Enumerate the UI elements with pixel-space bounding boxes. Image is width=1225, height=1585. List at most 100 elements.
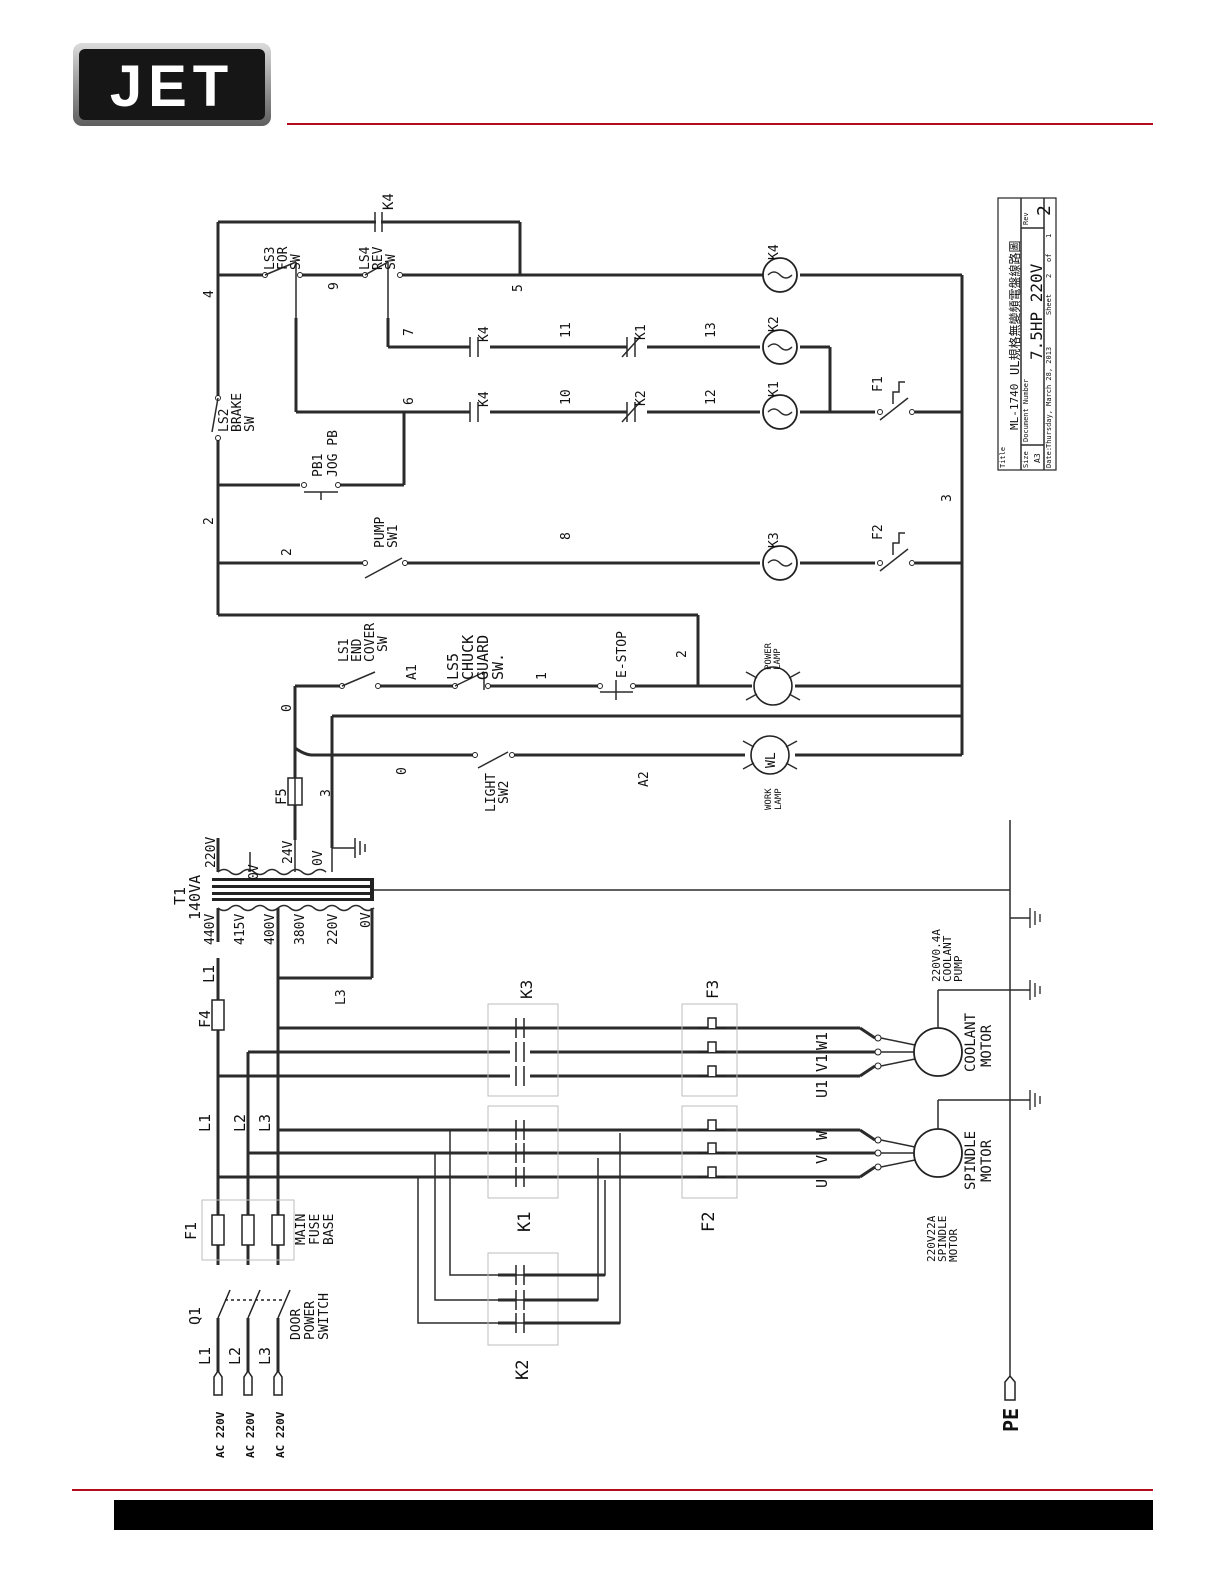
coolant-motor-1: COOLANT <box>963 1012 979 1072</box>
power-lamp-label-2: LAMP <box>773 648 783 670</box>
power-labels: L1 L3 F4 K3 F3 K1 F2 K2 L1 L2 L3 F1 MAIN… <box>182 929 1023 1458</box>
wire-5: 5 <box>511 284 526 292</box>
contact-k2-label: K2 <box>634 390 649 406</box>
ls2-label-2: BRAKE <box>230 393 245 432</box>
supply-2: AC 220V <box>244 1411 257 1458</box>
tb-sheet-label: Sheet <box>1045 294 1053 315</box>
light-label-1: LIGHT <box>484 773 499 812</box>
jet-logo: JET <box>73 43 271 126</box>
pe-bus <box>1009 820 1041 1376</box>
ls1-label-4: SW <box>376 636 391 652</box>
term-w: W <box>813 1130 831 1140</box>
q1-label: Q1 <box>186 1307 204 1325</box>
pb1-label-2: JOG PB <box>326 430 341 477</box>
t1-pri-415: 415V <box>233 914 248 945</box>
k4-contact-a <box>469 337 479 357</box>
lamps <box>742 666 801 775</box>
k1-nc-contact <box>621 336 641 358</box>
tb-docnum: 7.5HP 220V <box>1027 263 1046 360</box>
ls4-label-2: REV <box>371 246 386 270</box>
pump-switch <box>362 557 408 579</box>
wire-a1: A1 <box>405 664 420 680</box>
contact-k1-label: K1 <box>634 324 649 340</box>
wire-6: 6 <box>402 397 417 405</box>
ls3-switch <box>262 261 303 318</box>
ls4-switch <box>362 261 403 318</box>
ol-f1 <box>877 381 915 421</box>
contactor-boxes <box>201 1003 738 1346</box>
ol-f1-label: F1 <box>871 376 886 392</box>
wire-1: 1 <box>535 672 550 680</box>
wire-7: 7 <box>402 328 417 336</box>
footer-rule <box>72 1489 1153 1491</box>
f5-label: F5 <box>274 788 290 805</box>
spindle-motor-1: SPINDLE <box>963 1131 979 1190</box>
work-lamp-label-2: LAMP <box>774 788 784 810</box>
door-3: SWITCH <box>317 1293 332 1340</box>
k3-label: K3 <box>517 980 536 999</box>
ls2-label-1: LS2 <box>217 409 232 432</box>
ls1-label-2: END <box>350 638 365 662</box>
wire-9: 9 <box>327 282 342 290</box>
wire-11: 11 <box>559 322 574 338</box>
pump-label-2: SW1 <box>386 525 401 548</box>
coil-k4-label: K4 <box>767 244 782 260</box>
wire-3: 3 <box>940 494 955 502</box>
tb-size-label: Size <box>1022 451 1030 468</box>
coil-k2 <box>762 329 798 365</box>
term-u1: U1 <box>813 1080 831 1098</box>
f2-box <box>681 1105 738 1199</box>
k4-top-contact <box>374 212 383 232</box>
work-lamp-symbol <box>742 735 798 775</box>
k2-label: K2 <box>513 1360 533 1380</box>
tb-title-cn: UL規格無變頻電盤線路圖 <box>1007 241 1022 375</box>
ls1-label-3: COVER <box>363 623 378 662</box>
coils <box>762 257 798 581</box>
t1-pri-220: 220V <box>326 914 341 945</box>
l1-top: L1 <box>200 965 218 983</box>
coolant-rating-3: PUMP <box>952 955 965 982</box>
t1-pri-400: 400V <box>263 914 278 945</box>
work-lamp-label-1: WORK <box>764 788 774 810</box>
pump-label-1: PUMP <box>373 517 388 548</box>
coolant-rating-2: COOLANT <box>941 935 954 982</box>
title-block: Title Size Document Number Rev Date: Thu… <box>997 197 1057 471</box>
f1-box <box>201 1199 295 1261</box>
control-wiring <box>216 220 964 848</box>
tb-of: 1 <box>1045 234 1053 238</box>
door-2: POWER <box>303 1301 318 1340</box>
ls4-label-3: SW <box>384 254 399 270</box>
tb-date-label: Date: <box>1045 447 1053 468</box>
term-v1: V1 <box>813 1054 831 1072</box>
coolant-motor-symbol <box>913 989 1030 1077</box>
control-switches <box>208 261 636 769</box>
wire-a2: A2 <box>637 771 652 787</box>
t1-pri-440: 440V <box>203 914 218 945</box>
mid-l2: L2 <box>231 1114 249 1132</box>
main-fuse-2: FUSE <box>308 1214 323 1245</box>
k3-box <box>487 1003 559 1097</box>
wire-2a: 2 <box>202 517 217 525</box>
spindle-rating-3: MOTOR <box>947 1229 960 1262</box>
main-fuse-3: BASE <box>322 1214 337 1245</box>
tb-doc-label: Document Number <box>1022 379 1030 442</box>
wire-2c: 2 <box>675 650 690 658</box>
pe-label: PE <box>999 1408 1023 1432</box>
light-label-2: SW2 <box>497 781 512 804</box>
t1-sec-24: 24V <box>281 840 296 864</box>
estop-switch <box>597 680 636 700</box>
k4-contact-b <box>469 402 479 422</box>
term-w1: W1 <box>813 1032 831 1050</box>
term-v: V <box>813 1155 831 1164</box>
control-ground <box>332 838 366 858</box>
t1-name: T1 <box>171 887 189 905</box>
light-switch <box>472 751 515 769</box>
main-fuse-1: MAIN <box>294 1214 309 1245</box>
wl-label: WL <box>764 752 779 768</box>
transformer-labels: T1 140VA 220V 0V 24V 0V 440V 415V 400V 3… <box>171 837 374 945</box>
mid-l3: L3 <box>256 1114 274 1132</box>
door-1: DOOR <box>289 1309 304 1340</box>
ls3-label-2: FOR <box>276 246 291 270</box>
